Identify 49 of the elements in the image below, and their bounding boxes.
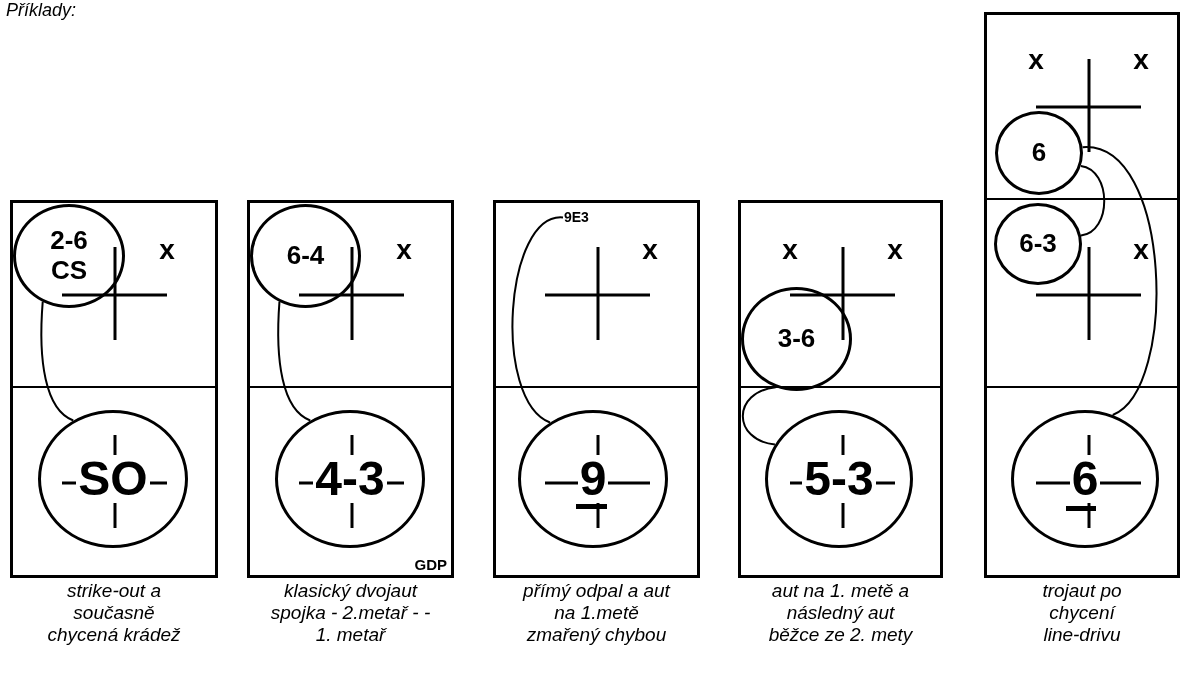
play-ellipse [1011, 410, 1159, 548]
connector-curve [1079, 165, 1106, 237]
x-mark: x [887, 236, 903, 264]
scorecard-cell [493, 200, 700, 388]
scorecard-cell [247, 200, 454, 388]
node-label: aut na 1. metě a následný aut běžce ze 2. mety [767, 580, 914, 646]
play-ellipse [13, 204, 125, 308]
play-code: 5-3 [802, 455, 876, 503]
scorecard-cell [984, 200, 1180, 388]
x-mark: x [1133, 46, 1149, 74]
node-label: klasický dvojaut spojka - 2.metař - - 1. metař [269, 580, 432, 646]
connector-curve [741, 386, 777, 446]
connector-curve [40, 300, 75, 422]
play-code: 2-6 [50, 226, 88, 256]
connector-curve [277, 300, 312, 422]
scorecard-cell [738, 200, 943, 388]
play-code: CS [50, 256, 88, 286]
play-code: 9 [577, 455, 609, 503]
play-code: 3-6 [777, 324, 816, 354]
play-code: 6-3 [1019, 229, 1057, 259]
x-mark: x [642, 236, 658, 264]
scorecard-cell [10, 200, 218, 388]
play-note: GDP [414, 557, 447, 572]
node-label: přímý odpal a aut na 1.metě zmařený chybou [521, 580, 672, 646]
play-ellipse [38, 410, 188, 548]
x-mark: x [159, 236, 175, 264]
node-label: trojaut po chycení line-drivu [1041, 580, 1123, 646]
play-code: 6 [1031, 138, 1047, 168]
play-code: 6-4 [286, 241, 325, 271]
node-label: strike-out a současně chycená krádež [46, 580, 182, 646]
play-code: SO [76, 455, 150, 503]
x-mark: x [1133, 236, 1149, 264]
x-mark: x [782, 236, 798, 264]
play-code: 4-3 [313, 455, 387, 503]
play-ellipse [995, 111, 1083, 195]
scorecard-cell [984, 12, 1180, 200]
x-mark: x [1028, 46, 1044, 74]
play-code: 9E3 [564, 209, 589, 226]
play-code: 6 [1069, 455, 1101, 503]
connector-curve [511, 216, 564, 424]
play-ellipse [275, 410, 425, 548]
play-ellipse [765, 410, 913, 548]
title: Příklady: [6, 0, 77, 21]
x-mark: x [396, 236, 412, 264]
play-ellipse [741, 287, 852, 391]
connector-curve [1081, 146, 1158, 416]
play-ellipse [250, 204, 361, 308]
play-ellipse [518, 410, 668, 548]
play-ellipse [994, 203, 1082, 285]
